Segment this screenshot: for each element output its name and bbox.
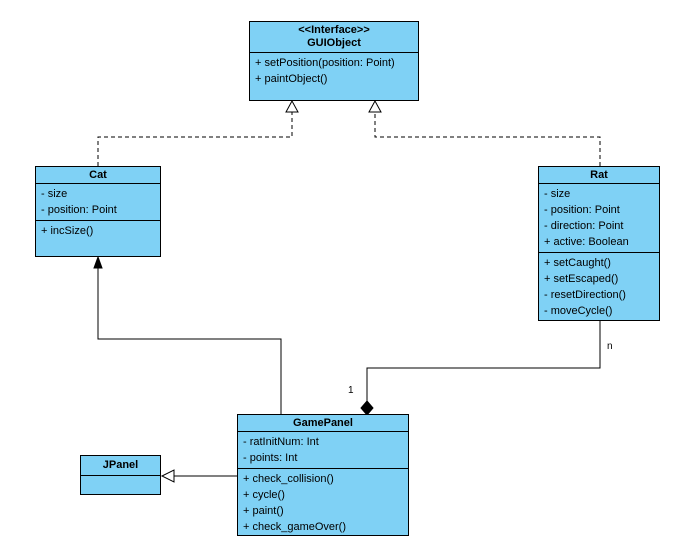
class-gamepanel[interactable]: GamePanel - ratInitNum: Int - points: In… bbox=[237, 414, 409, 536]
class-jpanel-empty-section bbox=[81, 476, 160, 496]
class-guiobject-name: GUIObject bbox=[307, 37, 361, 49]
operation: - moveCycle() bbox=[544, 305, 613, 317]
attribute: + active: Boolean bbox=[544, 236, 629, 248]
operation: + setPosition(position: Point) bbox=[255, 57, 395, 69]
generalization-arrowhead bbox=[160, 469, 175, 483]
class-rat-name: Rat bbox=[539, 167, 659, 184]
class-jpanel[interactable]: JPanel bbox=[80, 455, 161, 495]
class-gamepanel-attributes: - ratInitNum: Int - points: Int bbox=[238, 432, 408, 469]
class-guiobject-operations: + setPosition(position: Point) + paintOb… bbox=[250, 53, 418, 89]
cat-association-arrowhead bbox=[93, 255, 103, 269]
class-cat-operations: + incSize() bbox=[36, 221, 160, 241]
class-rat-attributes: - size - position: Point - direction: Po… bbox=[539, 184, 659, 253]
class-guiobject-stereotype: <<Interface>> bbox=[298, 24, 370, 36]
attribute: - position: Point bbox=[41, 204, 117, 216]
class-guiobject-header: <<Interface>> GUIObject bbox=[250, 22, 418, 53]
class-gamepanel-name: GamePanel bbox=[238, 415, 408, 432]
operation: + setEscaped() bbox=[544, 273, 619, 285]
class-rat-operations: + setCaught() + setEscaped() - resetDire… bbox=[539, 253, 659, 321]
multiplicity-gamepanel-end: 1 bbox=[348, 385, 354, 396]
class-cat-attributes: - size - position: Point bbox=[36, 184, 160, 221]
attribute: - direction: Point bbox=[544, 220, 624, 232]
operation: + cycle() bbox=[243, 489, 285, 501]
gamepanel-cat-association-edge bbox=[97, 268, 282, 414]
class-guiobject[interactable]: <<Interface>> GUIObject + setPosition(po… bbox=[249, 21, 419, 101]
attribute: - position: Point bbox=[544, 204, 620, 216]
operation: + check_gameOver() bbox=[243, 521, 347, 533]
operation: + paint() bbox=[243, 505, 284, 517]
operation: + check_collision() bbox=[243, 473, 334, 485]
attribute: - ratInitNum: Int bbox=[243, 436, 319, 448]
class-cat-name: Cat bbox=[36, 167, 160, 184]
class-jpanel-name: JPanel bbox=[81, 456, 160, 476]
operation: + setCaught() bbox=[544, 257, 611, 269]
multiplicity-rat-end: n bbox=[607, 341, 613, 352]
attribute: - size bbox=[544, 188, 571, 200]
rat-realization-edge bbox=[374, 112, 601, 166]
class-gamepanel-operations: + check_collision() + cycle() + paint() … bbox=[238, 469, 408, 537]
attribute: - points: Int bbox=[243, 452, 298, 464]
operation: + incSize() bbox=[41, 225, 94, 237]
rat-realization-arrowhead bbox=[368, 99, 382, 113]
class-rat[interactable]: Rat - size - position: Point - direction… bbox=[538, 166, 660, 321]
attribute: - size bbox=[41, 188, 68, 200]
operation: - resetDirection() bbox=[544, 289, 626, 301]
operation: + paintObject() bbox=[255, 73, 328, 85]
cat-realization-arrowhead bbox=[285, 99, 299, 113]
cat-realization-edge bbox=[97, 112, 293, 166]
rat-gamepanel-composition-edge bbox=[366, 321, 601, 402]
composition-diamond bbox=[360, 400, 374, 416]
class-cat[interactable]: Cat - size - position: Point + incSize() bbox=[35, 166, 161, 257]
